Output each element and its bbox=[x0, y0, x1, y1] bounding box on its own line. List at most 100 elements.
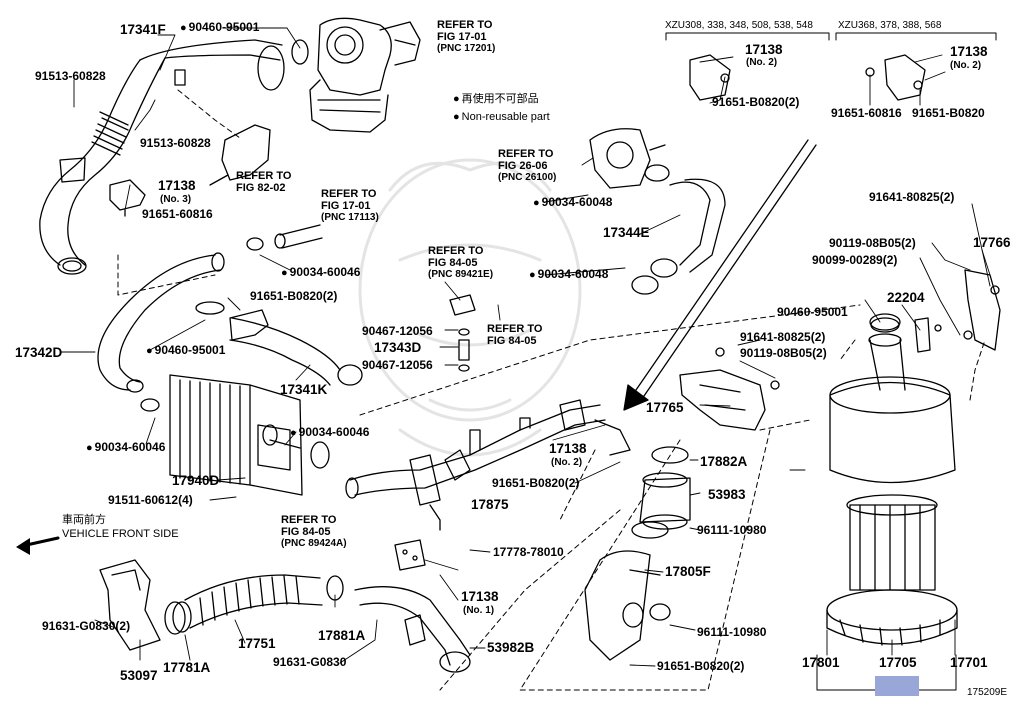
air-cleaner-assembly bbox=[826, 313, 958, 646]
hose-17342d bbox=[97, 252, 225, 412]
direction-arrow bbox=[623, 139, 817, 411]
variant-brackets bbox=[665, 32, 997, 691]
part-17765[interactable]: 17765 bbox=[646, 400, 684, 415]
part-17882a[interactable]: 17882A bbox=[700, 454, 748, 469]
part-90460-95001-b[interactable]: 90460-95001 bbox=[146, 344, 226, 358]
part-96111-10980-a[interactable]: 96111-10980 bbox=[697, 523, 767, 537]
bracket-fig-82-02 bbox=[209, 124, 271, 186]
part-17138-no1-sub[interactable]: (No. 1) bbox=[463, 605, 495, 616]
part-17766[interactable]: 17766 bbox=[973, 235, 1011, 250]
part-17138-no2-top-left[interactable]: 17138 bbox=[745, 42, 783, 57]
part-91651-b0820[interactable]: 91651-B0820 bbox=[912, 106, 985, 120]
intercooler-17940d bbox=[169, 374, 330, 496]
part-91631-g0830[interactable]: 91631-G0830 bbox=[273, 655, 347, 669]
bracket-17138-no3 bbox=[109, 179, 146, 217]
part-17138-no3-sub[interactable]: (No. 3) bbox=[160, 194, 192, 205]
part-91651-60816-a[interactable]: 91651-60816 bbox=[142, 207, 213, 221]
part-91641-80825-2-b[interactable]: 91641-80825(2) bbox=[740, 330, 826, 344]
hose-17343d bbox=[449, 294, 476, 372]
part-90034-60046-a[interactable]: 90034-60046 bbox=[281, 266, 361, 280]
part-17343d[interactable]: 17343D bbox=[374, 340, 422, 355]
part-17778-78010[interactable]: 17778-78010 bbox=[493, 545, 564, 559]
throttle-body bbox=[589, 128, 670, 189]
legend-en: Non-reusable part bbox=[453, 110, 550, 124]
part-90467-12056-b[interactable]: 90467-12056 bbox=[362, 358, 433, 372]
part-90119-08b05-2-b[interactable]: 90119-08B05(2) bbox=[740, 346, 827, 360]
front-jp: 車両前方 bbox=[62, 514, 106, 526]
part-53983[interactable]: 53983 bbox=[708, 487, 746, 502]
highlighted-part-17705[interactable] bbox=[875, 676, 919, 696]
pipe-53982b bbox=[354, 586, 471, 673]
hose-17344e bbox=[631, 178, 726, 295]
part-17344e[interactable]: 17344E bbox=[603, 225, 650, 240]
part-17138-no2-top-left-sub[interactable]: (No. 2) bbox=[746, 57, 778, 68]
part-91651-b0820-2-d[interactable]: 91651-B0820(2) bbox=[657, 659, 745, 673]
part-17705[interactable]: 17705 bbox=[879, 655, 917, 670]
part-90119-08b05-2-a[interactable]: 90119-08B05(2) bbox=[829, 236, 916, 250]
pipe-fig-17-01 bbox=[246, 224, 323, 251]
part-91651-60816-b[interactable]: 91651-60816 bbox=[831, 106, 902, 120]
bracket-17138-xzu308 bbox=[689, 54, 731, 101]
part-91513-60828-b[interactable]: 91513-60828 bbox=[140, 136, 211, 150]
dashed-leaders bbox=[117, 89, 986, 691]
part-91651-b0820-2-a[interactable]: 91651-B0820(2) bbox=[250, 289, 338, 303]
part-96111-10980-b[interactable]: 96111-10980 bbox=[697, 625, 767, 639]
bracket-17766 bbox=[914, 269, 1001, 353]
part-90460-95001-c[interactable]: 90460-95001 bbox=[777, 305, 848, 319]
pipe-17341k bbox=[195, 301, 363, 386]
part-17138-no1[interactable]: 17138 bbox=[461, 589, 499, 604]
part-17342d[interactable]: 17342D bbox=[15, 345, 63, 360]
variant-left-models: XZU308, 338, 348, 508, 538, 548 bbox=[665, 20, 813, 31]
variant-right-models: XZU368, 378, 388, 568 bbox=[838, 20, 942, 31]
leader-lines bbox=[59, 27, 991, 667]
part-91641-80825-2-a[interactable]: 91641-80825(2) bbox=[869, 190, 955, 204]
part-91631-g0830-2[interactable]: 91631-G0830(2) bbox=[42, 619, 131, 633]
turbocharger bbox=[291, 17, 421, 133]
part-90034-60048-b[interactable]: 90034-60048 bbox=[529, 268, 609, 282]
part-17138-no2-top-right-sub[interactable]: (No. 2) bbox=[950, 60, 982, 71]
part-17138-no3[interactable]: 17138 bbox=[158, 178, 196, 193]
part-90099-00289[interactable]: 90099-00289(2) bbox=[812, 253, 898, 267]
part-17341f[interactable]: 17341F bbox=[120, 22, 166, 37]
part-17751[interactable]: 17751 bbox=[238, 636, 276, 651]
part-91651-b0820-2-c[interactable]: 91651-B0820(2) bbox=[492, 476, 580, 490]
front-en: VEHICLE FRONT SIDE bbox=[62, 528, 179, 540]
part-90460-95001-a[interactable]: 90460-95001 bbox=[180, 21, 260, 35]
pipe-17875 bbox=[345, 399, 631, 531]
part-91511-60612[interactable]: 91511-60612(4) bbox=[108, 493, 193, 507]
part-22204[interactable]: 22204 bbox=[887, 290, 925, 305]
bracket-17138-no1 bbox=[394, 539, 426, 571]
resonator-53097 bbox=[99, 559, 161, 651]
part-17801[interactable]: 17801 bbox=[802, 655, 840, 670]
part-90034-60048-a[interactable]: 90034-60048 bbox=[533, 196, 613, 210]
part-17875[interactable]: 17875 bbox=[471, 497, 509, 512]
bracket-17765 bbox=[679, 347, 780, 431]
part-91651-b0820-2-b[interactable]: 91651-B0820(2) bbox=[712, 95, 800, 109]
part-90034-60046-c[interactable]: 90034-60046 bbox=[86, 441, 166, 455]
part-17805f[interactable]: 17805F bbox=[665, 564, 711, 579]
part-17138-no2-center[interactable]: 17138 bbox=[549, 441, 587, 456]
part-17341k[interactable]: 17341K bbox=[280, 382, 328, 397]
hose-53983 bbox=[631, 446, 691, 539]
part-17781a[interactable]: 17781A bbox=[163, 660, 211, 675]
part-17138-no2-center-sub[interactable]: (No. 2) bbox=[551, 457, 583, 468]
part-17138-no2-top-right[interactable]: 17138 bbox=[950, 44, 988, 59]
part-90467-12056-a[interactable]: 90467-12056 bbox=[362, 324, 433, 338]
part-17940d[interactable]: 17940D bbox=[172, 473, 220, 488]
intake-pipe-17341f bbox=[39, 39, 285, 275]
part-53982b[interactable]: 53982B bbox=[487, 640, 535, 655]
part-17881a[interactable]: 17881A bbox=[318, 628, 366, 643]
watermark-emblem bbox=[358, 158, 582, 457]
part-17701[interactable]: 17701 bbox=[950, 655, 988, 670]
part-53097[interactable]: 53097 bbox=[120, 668, 158, 683]
part-90034-60046-b[interactable]: 90034-60046 bbox=[290, 426, 370, 440]
part-91513-60828-a[interactable]: 91513-60828 bbox=[35, 69, 106, 83]
